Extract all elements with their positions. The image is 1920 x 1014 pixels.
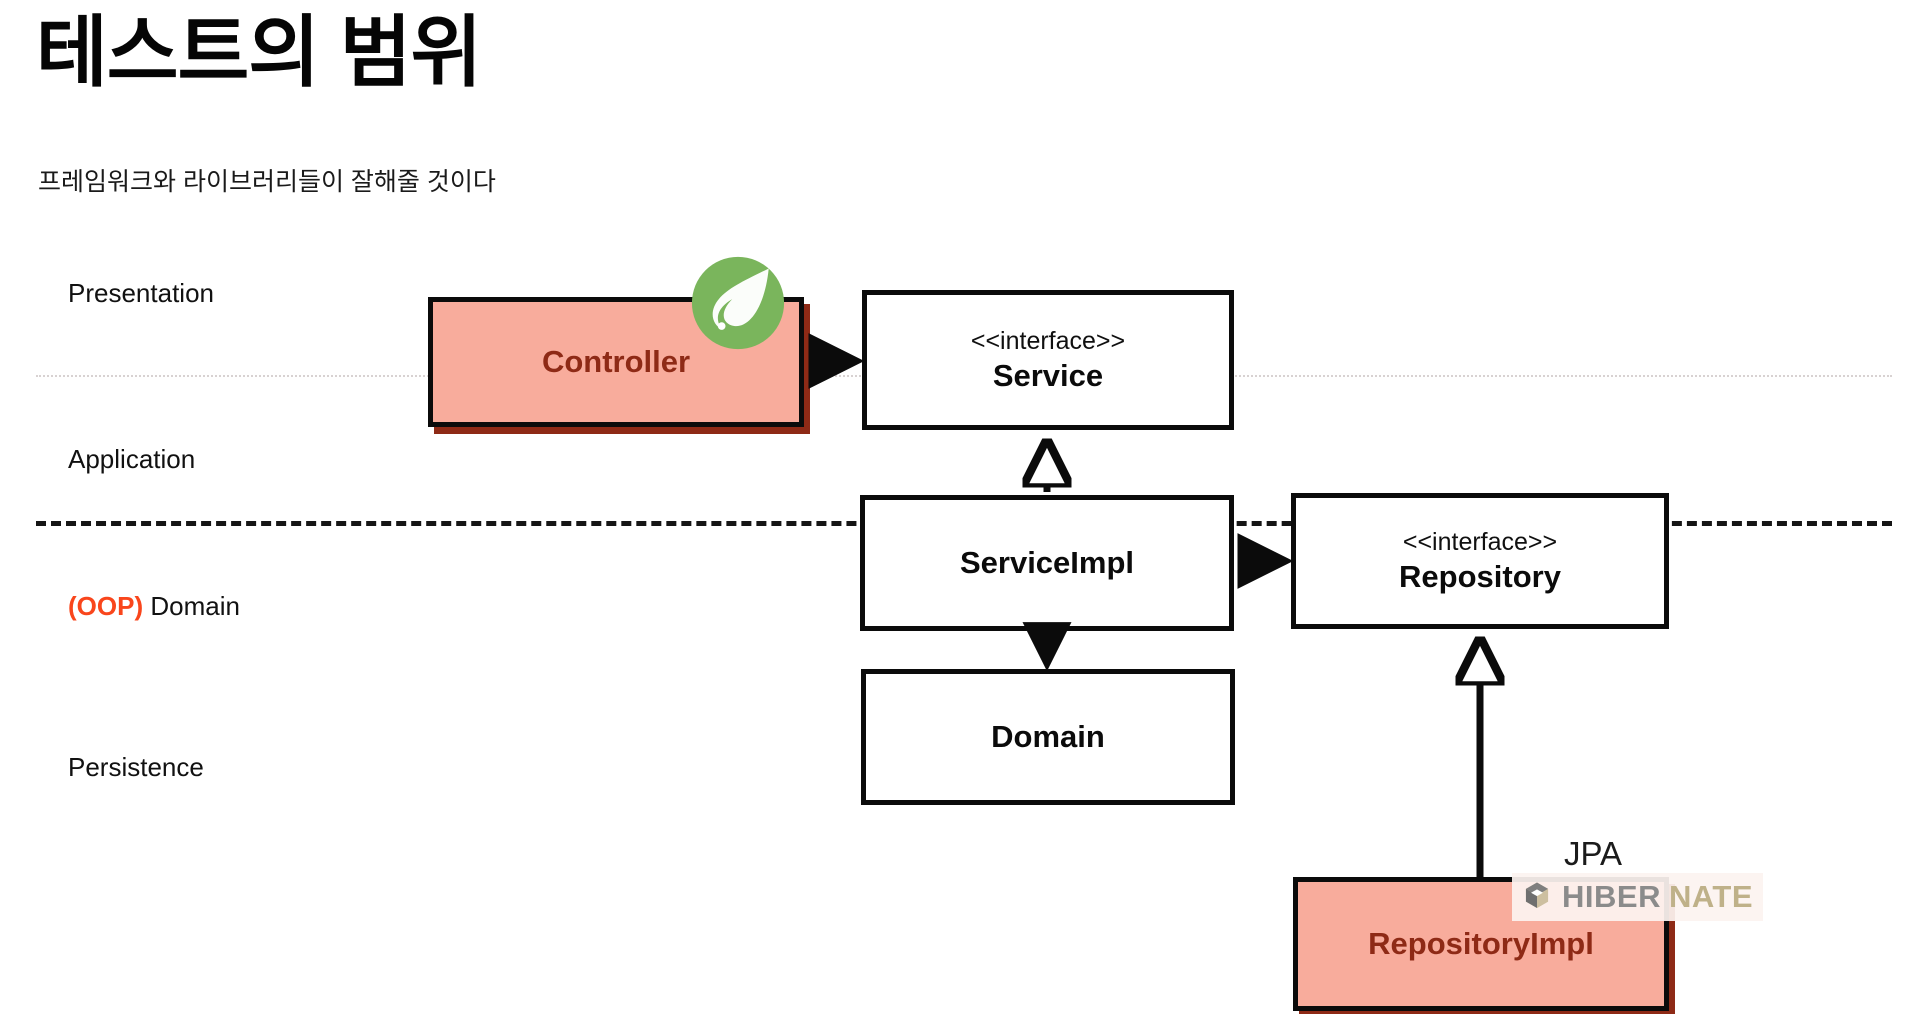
node-controller[interactable]: Controller (428, 297, 804, 427)
spring-leaf-icon (690, 255, 786, 351)
node-repositoryimpl-label: RepositoryImpl (1368, 926, 1594, 962)
row-label-persistence: Persistence (68, 752, 204, 782)
page-title: 테스트의 범위 (36, 8, 482, 96)
node-service-label: Service (992, 357, 1104, 393)
node-repository-stereotype: <<interface>> (1402, 527, 1558, 556)
row-label-application: Application (68, 444, 196, 474)
hibernate-logo: HIBER NATE (1512, 873, 1764, 921)
jpa-label: JPA (1564, 835, 1623, 872)
node-service[interactable]: <<interface>> Service (862, 290, 1234, 430)
node-serviceimpl-label: ServiceImpl (959, 545, 1135, 581)
row-label-domain: (OOP) Domain (68, 591, 240, 622)
row-label-domain-accent: (OOP) (68, 591, 144, 621)
node-domain-label: Domain (991, 719, 1105, 755)
node-controller-label: Controller (541, 344, 691, 380)
row-label-presentation: Presentation (68, 278, 214, 308)
row-label-domain-text: Domain (143, 591, 240, 621)
hibernate-word-first: HIBER (1562, 879, 1661, 914)
hibernate-cube-icon (1525, 882, 1549, 909)
node-repository-label: Repository (1399, 558, 1561, 594)
node-service-stereotype: <<interface>> (970, 326, 1126, 355)
hibernate-word-second: NATE (1668, 879, 1754, 914)
page-subtitle: 프레임워크와 라이브러리들이 잘해줄 것이다 (38, 168, 496, 196)
node-serviceimpl[interactable]: ServiceImpl (860, 495, 1234, 631)
node-repository[interactable]: <<interface>> Repository (1291, 493, 1669, 629)
node-domain[interactable]: Domain (861, 669, 1235, 805)
